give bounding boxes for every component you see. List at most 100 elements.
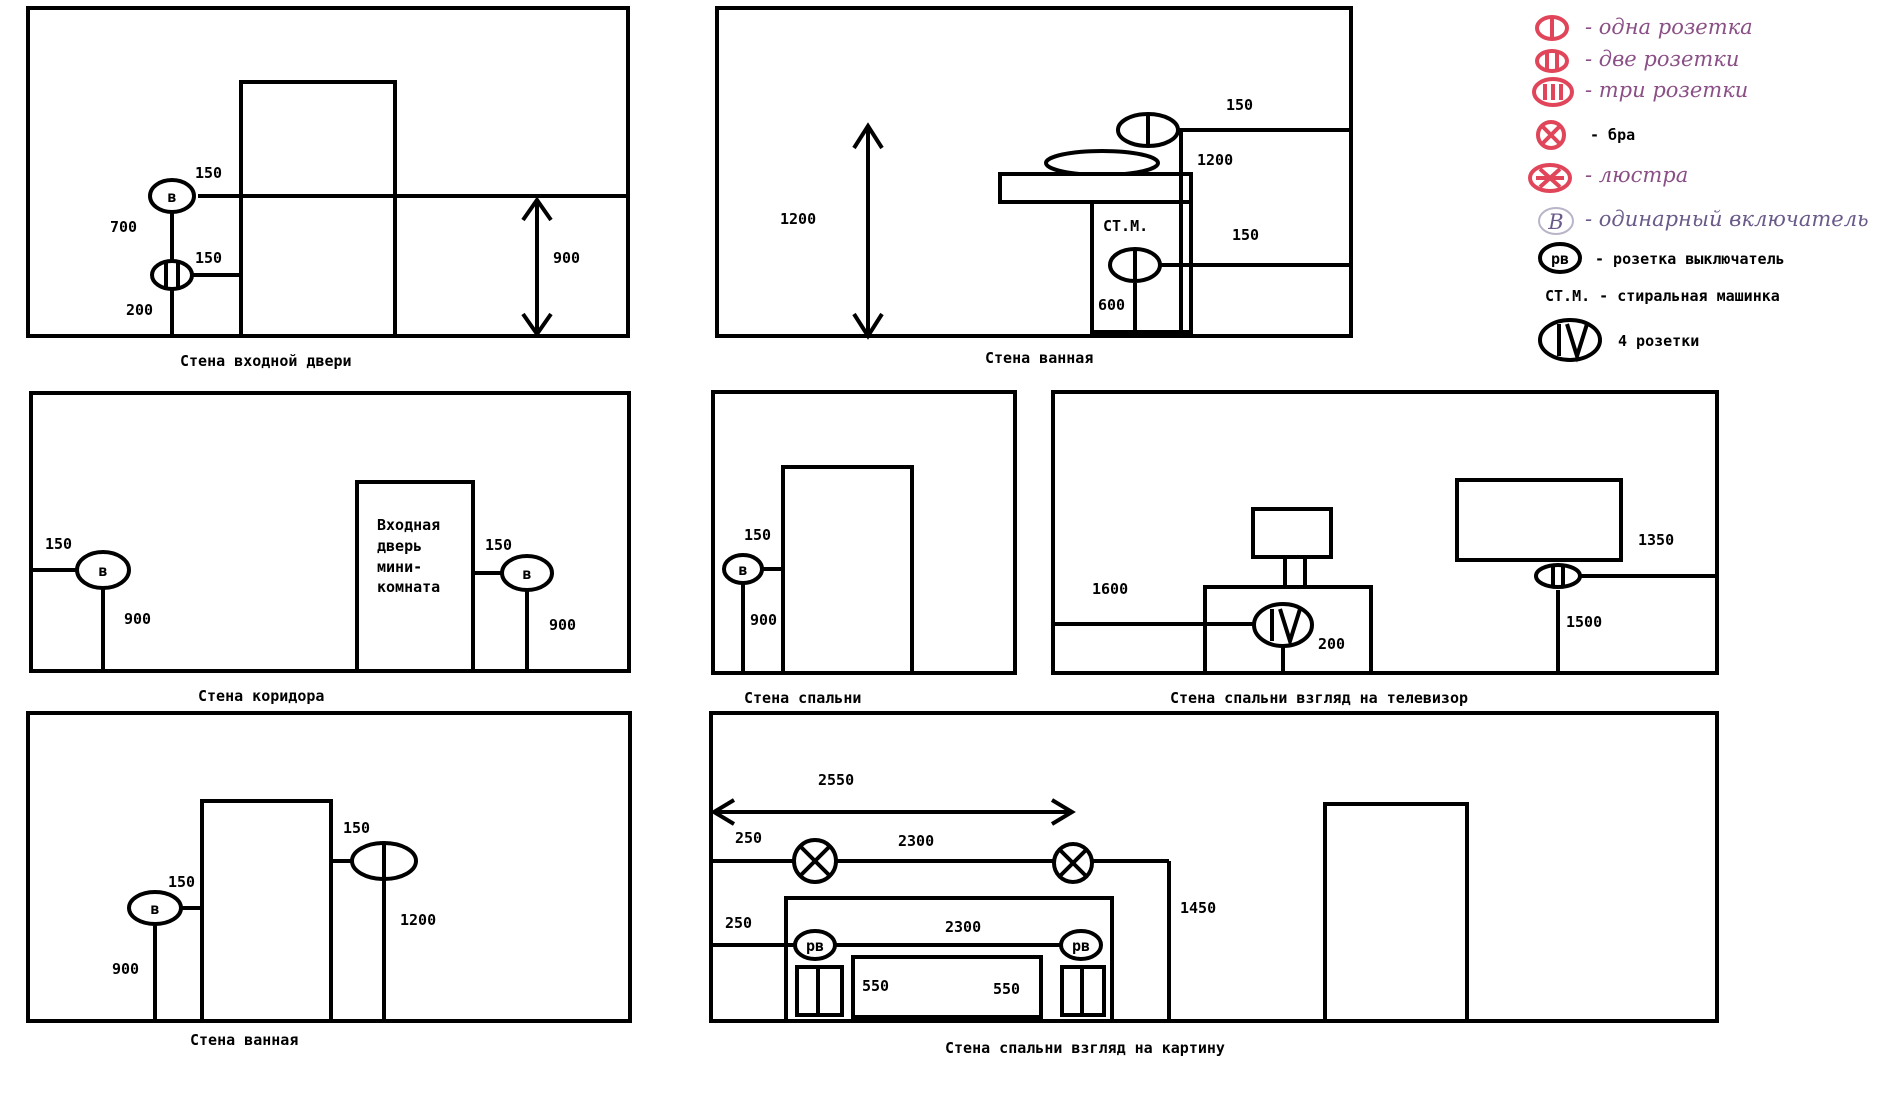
socket-switch-icon xyxy=(1059,929,1103,961)
legend-four-sockets-label: 4 розетки xyxy=(1618,332,1699,350)
dimension-label: 900 xyxy=(750,611,777,629)
switch-icon xyxy=(127,890,183,926)
dimension-label: 900 xyxy=(112,960,139,978)
legend-four-sockets-icon xyxy=(1538,318,1602,363)
switch-letter: в xyxy=(522,565,531,583)
legend-three-sockets-label: - три розетки xyxy=(1585,78,1748,102)
dimension-label: 550 xyxy=(862,977,889,995)
four-sockets-icon xyxy=(1252,602,1314,648)
dimension-label: 250 xyxy=(725,914,752,932)
dimension-label: 700 xyxy=(110,218,137,236)
monitor-stand xyxy=(1283,555,1307,589)
dimension-arrow xyxy=(710,798,1076,826)
sink xyxy=(1044,149,1160,177)
panel-caption: Стена коридора xyxy=(198,687,324,705)
dimension-label: 1350 xyxy=(1638,531,1674,549)
legend-two-sockets-label: - две розетки xyxy=(1585,47,1739,71)
switch-icon xyxy=(500,554,554,592)
legend-one-socket-label: - одна розетка xyxy=(1585,15,1753,39)
dimension-label: 600 xyxy=(1098,296,1125,314)
switch-icon xyxy=(722,553,764,585)
switch-letter: в xyxy=(150,900,159,918)
socket-switch-label: рв xyxy=(806,937,824,955)
panel-caption: Стена спальни взгляд на картину xyxy=(945,1039,1225,1057)
double-socket-icon xyxy=(150,259,194,291)
dimension-label: 1600 xyxy=(1092,580,1128,598)
legend-sconce-label: - бра xyxy=(1590,126,1635,144)
door-label-line: дверь xyxy=(377,537,422,555)
dimension-label: 200 xyxy=(1318,635,1345,653)
svg-text:B: B xyxy=(1547,210,1563,234)
door-label-line: Входная xyxy=(377,516,440,534)
dimension-label: 150 xyxy=(1232,226,1259,244)
switch-icon xyxy=(148,178,196,214)
single-socket-icon xyxy=(1116,112,1180,148)
panel-caption: Стена входной двери xyxy=(180,352,352,370)
switch-icon xyxy=(75,550,131,590)
wall-frame xyxy=(29,391,631,673)
panel-bedroom-wall: в 150 900 Стена спальни xyxy=(711,390,1017,707)
legend-socket-switch-icon xyxy=(1538,242,1582,274)
door xyxy=(1323,802,1469,1023)
dimension-label: 1450 xyxy=(1180,899,1216,917)
wall-frame xyxy=(709,711,1719,1023)
dimension-label: 1500 xyxy=(1566,613,1602,631)
legend-chandelier-icon xyxy=(1528,163,1572,193)
bed-mattress xyxy=(851,955,1043,1019)
legend: - одна розетка - две розетки - три розет… xyxy=(1528,15,1869,363)
panel-caption: Стена спальни взгляд на телевизор xyxy=(1170,689,1468,707)
dimension-label: 150 xyxy=(168,873,195,891)
wall-frame xyxy=(1051,390,1719,675)
dimension-label: 1200 xyxy=(1197,151,1233,169)
dimension-label: 550 xyxy=(993,980,1020,998)
legend-washing-machine-label: СТ.М. - стиральная машинка xyxy=(1545,287,1780,305)
panel-corridor-wall: в в Входная дверь мини- комната 150 900 … xyxy=(29,391,631,705)
legend-single-switch-label: - одинарный включатель xyxy=(1585,207,1869,231)
legend-two-sockets-icon xyxy=(1535,49,1569,73)
dimension-arrow xyxy=(852,122,884,340)
panel-bedroom-picture-wall: рв рв 2550 250 2300 1450 250 2300 550 55… xyxy=(709,711,1719,1057)
legend-three-sockets-icon xyxy=(1532,77,1574,107)
dimension-label: 250 xyxy=(735,829,762,847)
bed xyxy=(784,896,1114,1023)
door xyxy=(781,465,914,675)
switch-letter: в xyxy=(98,562,107,580)
dimension-label: 2550 xyxy=(818,771,854,789)
dimension-label: 2300 xyxy=(945,918,981,936)
panel-bathroom-wall-bottom: в 150 150 1200 900 Стена ванная xyxy=(26,711,632,1049)
panel-bedroom-tv-wall: 1600 200 1350 1500 Стена спальни взгляд … xyxy=(1051,390,1719,707)
panel-bathroom-wall-top: 1200 150 1200 150 600 СТ.М. Стена ванная xyxy=(715,6,1353,367)
wall-frame xyxy=(715,6,1353,338)
dimension-label: 150 xyxy=(744,526,771,544)
dimension-label: 150 xyxy=(1226,96,1253,114)
switch-letter: в xyxy=(738,561,747,579)
single-socket-icon xyxy=(1108,247,1162,283)
dimension-label: 150 xyxy=(45,535,72,553)
dimension-label: 150 xyxy=(195,249,222,267)
legend-one-socket-icon xyxy=(1535,15,1569,41)
legend-socket-switch-label: - розетка выключатель xyxy=(1595,250,1785,268)
legend-socket-switch-symbol: рв xyxy=(1551,250,1569,268)
door xyxy=(239,80,397,338)
sconce-icon xyxy=(1052,842,1094,884)
panel-entrance-wall: в 150 700 150 200 900 Стена входной двер… xyxy=(26,6,630,370)
door-label-line: комната xyxy=(377,578,440,596)
legend-sconce-icon xyxy=(1536,120,1566,150)
legend-single-switch-icon: B xyxy=(1538,207,1574,235)
tv-screen xyxy=(1455,478,1623,562)
panel-caption: Стена ванная xyxy=(985,349,1093,367)
double-socket-icon xyxy=(1534,563,1582,589)
socket-switch-label: рв xyxy=(1072,937,1090,955)
dimension-label: 1200 xyxy=(780,210,816,228)
monitor xyxy=(1251,507,1333,559)
door xyxy=(355,480,475,673)
washing-machine-label: СТ.М. xyxy=(1103,217,1148,235)
single-socket-icon xyxy=(350,841,418,881)
door-label-line: мини- xyxy=(377,558,422,576)
legend-chandelier-label: - люстра xyxy=(1585,163,1688,187)
switch-letter: в xyxy=(167,188,176,206)
socket-switch-icon xyxy=(793,929,837,961)
dimension-label: 2300 xyxy=(898,832,934,850)
dimension-arrow xyxy=(521,196,553,338)
